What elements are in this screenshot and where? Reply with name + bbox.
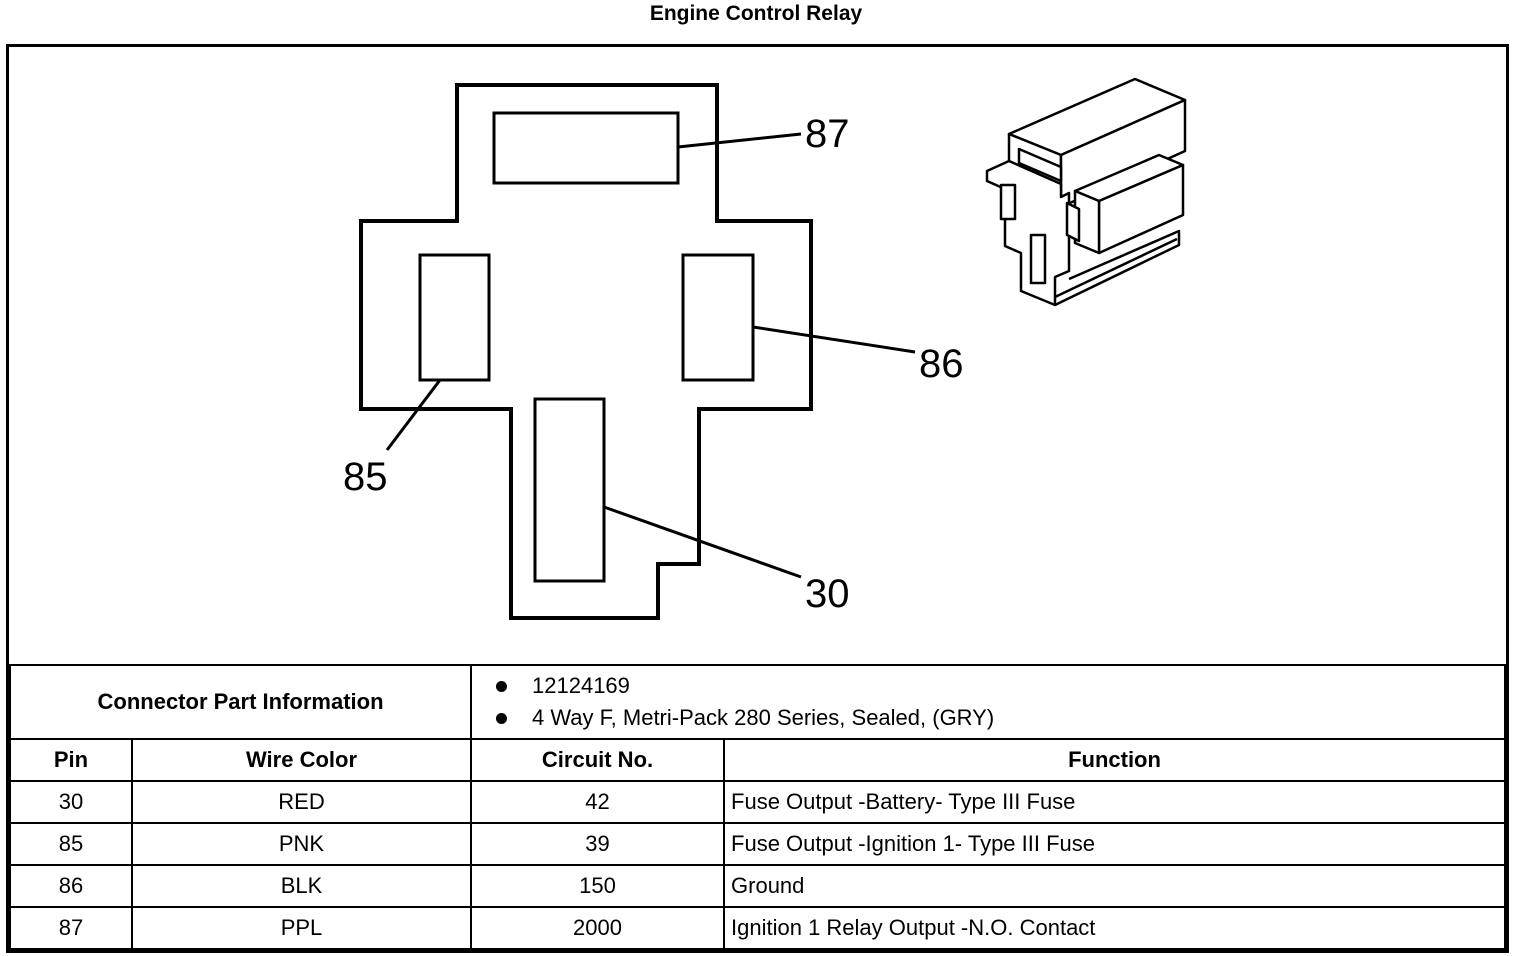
col-header-circuit-no: Circuit No. xyxy=(470,738,726,782)
cell-function: Fuse Output -Battery- Type III Fuse xyxy=(723,780,1506,824)
connector-face-outline xyxy=(359,83,813,620)
table-header-row: Pin Wire Color Circuit No. Function xyxy=(9,738,1506,782)
cell-wire-color: PPL xyxy=(130,906,473,950)
leader-85 xyxy=(385,379,442,451)
pin-label-87: 87 xyxy=(805,112,850,156)
table-row: 86 BLK 150 Ground xyxy=(9,864,1506,908)
connector-pin-table: Connector Part Information 12124169 4 Wa… xyxy=(8,664,1506,950)
leader-86 xyxy=(752,325,916,354)
cell-wire-color: BLK xyxy=(130,864,473,908)
connector-frame: 87 86 85 30 xyxy=(6,44,1509,953)
cell-function: Ground xyxy=(723,864,1506,908)
cell-function: Ignition 1 Relay Output -N.O. Contact xyxy=(723,906,1506,950)
connector-diagram: 87 86 85 30 xyxy=(9,47,1506,664)
connector-isometric-illustration xyxy=(985,77,1187,307)
part-info-item: 12124169 xyxy=(496,670,1498,702)
diagram-title: Engine Control Relay xyxy=(649,2,863,25)
part-info-values: 12124169 4 Way F, Metri-Pack 280 Series,… xyxy=(470,664,1506,740)
cavity-86 xyxy=(681,253,755,382)
cell-circuit-no: 2000 xyxy=(470,906,726,950)
col-header-pin: Pin xyxy=(9,738,133,782)
cell-pin: 30 xyxy=(9,780,133,824)
cavity-30 xyxy=(533,397,606,583)
connector-face-svg: 87 86 85 30 xyxy=(343,77,1187,620)
bullet-icon xyxy=(496,713,508,724)
part-info-row: Connector Part Information 12124169 4 Wa… xyxy=(8,664,1506,740)
cavity-87 xyxy=(492,111,680,185)
bullet-icon xyxy=(496,681,508,692)
table-row: 30 RED 42 Fuse Output -Battery- Type III… xyxy=(9,780,1506,824)
leader-30 xyxy=(603,505,802,579)
cell-pin: 86 xyxy=(9,864,133,908)
pin-label-86: 86 xyxy=(919,342,964,386)
table-row: 85 PNK 39 Fuse Output -Ignition 1- Type … xyxy=(9,822,1506,866)
part-info-item: 4 Way F, Metri-Pack 280 Series, Sealed, … xyxy=(496,702,1498,734)
cell-circuit-no: 39 xyxy=(470,822,726,866)
cell-function: Fuse Output -Ignition 1- Type III Fuse xyxy=(723,822,1506,866)
col-header-wire-color: Wire Color xyxy=(130,738,473,782)
pin-label-85: 85 xyxy=(343,455,388,499)
cell-wire-color: PNK xyxy=(130,822,473,866)
cell-pin: 87 xyxy=(9,906,133,950)
leader-87 xyxy=(677,132,802,149)
cavity-85 xyxy=(418,253,491,382)
col-header-function: Function xyxy=(723,738,1506,782)
cell-circuit-no: 150 xyxy=(470,864,726,908)
table-row: 87 PPL 2000 Ignition 1 Relay Output -N.O… xyxy=(9,906,1506,950)
pin-label-30: 30 xyxy=(805,572,850,616)
cell-pin: 85 xyxy=(9,822,133,866)
cell-circuit-no: 42 xyxy=(470,780,726,824)
part-info-label: Connector Part Information xyxy=(8,664,473,740)
cell-wire-color: RED xyxy=(130,780,473,824)
